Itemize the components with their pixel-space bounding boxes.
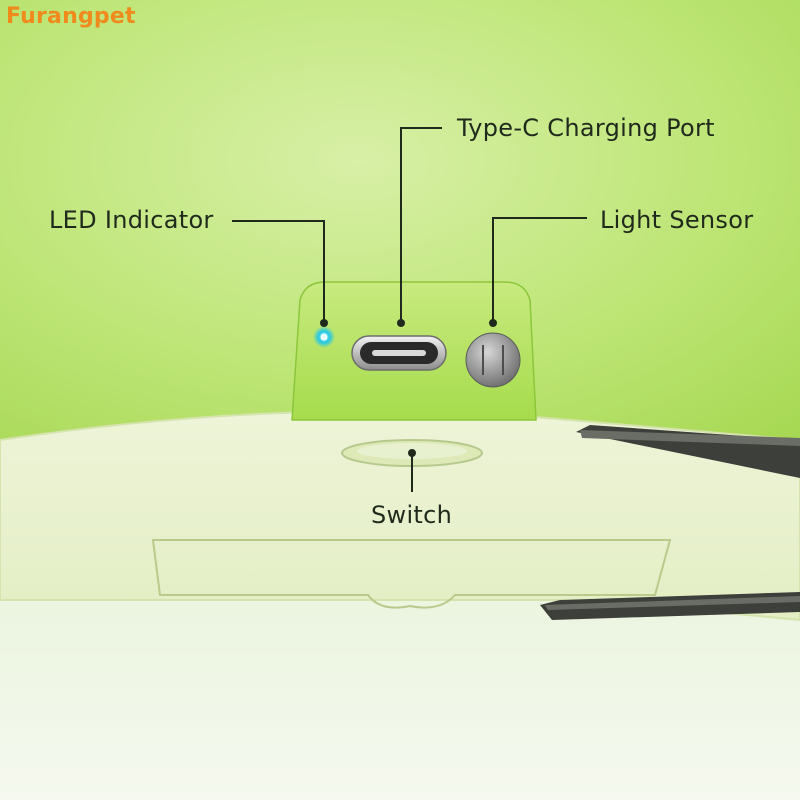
callout-line-led [232,220,325,323]
light-sensor-label: Light Sensor [600,206,754,234]
charging-port-label: Type-C Charging Port [457,114,715,142]
callout-line-charging [400,127,442,323]
callout-line-sensor [492,217,587,323]
brand-logo: Furangpet [6,4,136,29]
switch-label: Switch [371,501,453,529]
led-indicator-label: LED Indicator [49,206,214,234]
